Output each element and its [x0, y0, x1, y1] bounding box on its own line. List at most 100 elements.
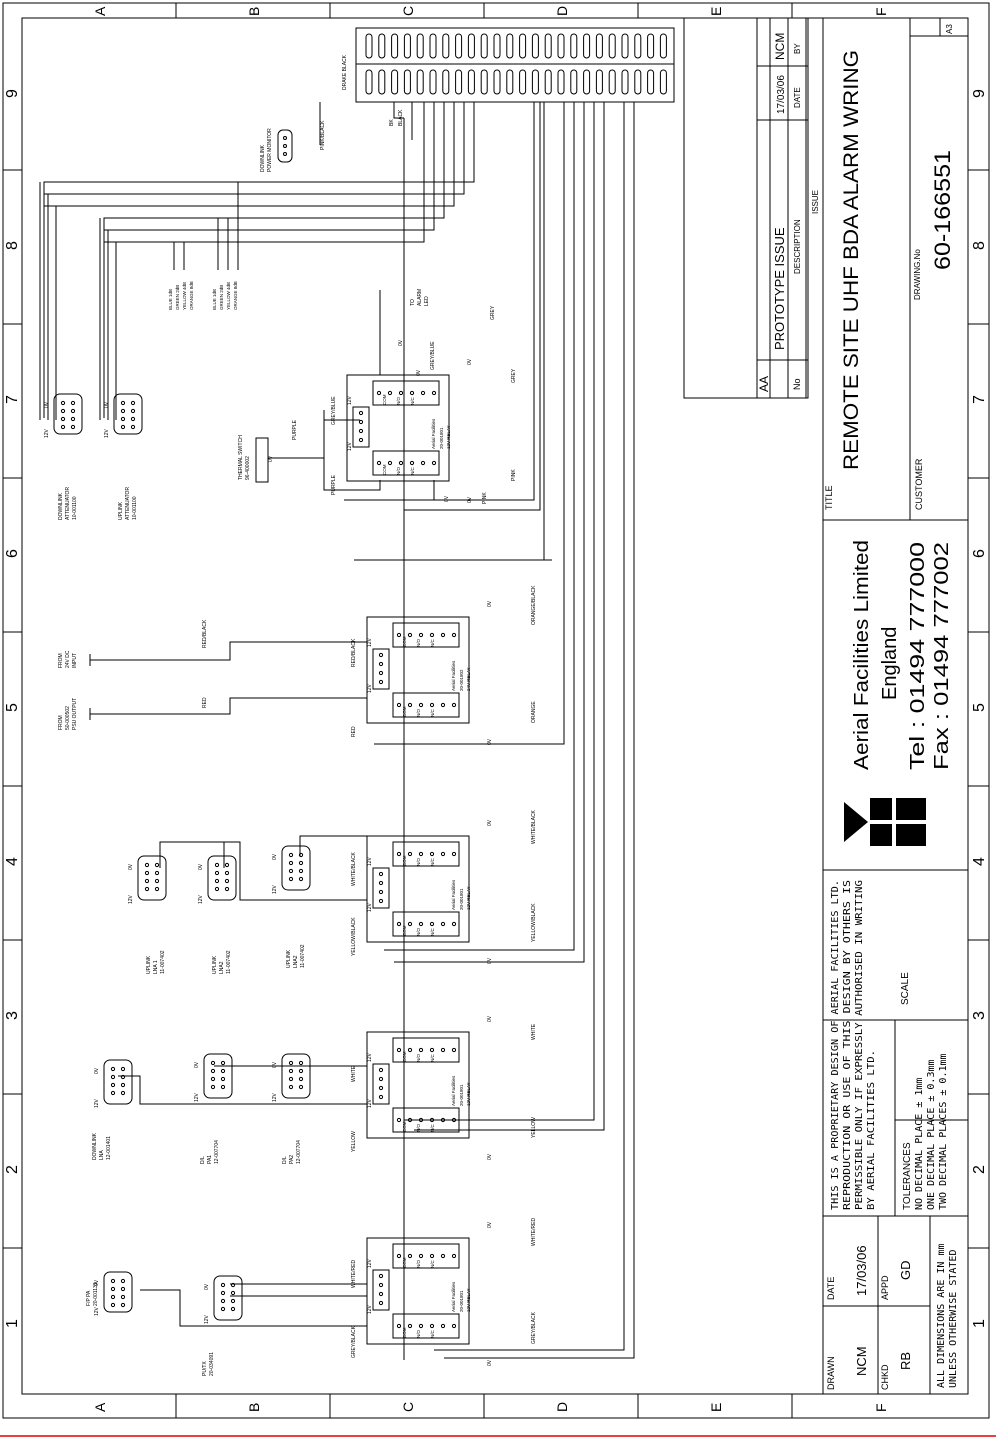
grey-wire-label: GREY [490, 305, 496, 320]
zero-volt-label: 0V [487, 957, 493, 964]
grid-number-left: 6 [4, 549, 21, 558]
connector-0v-label: 0V [104, 401, 110, 408]
terminal-slot [365, 33, 373, 59]
terminal-slot [365, 69, 373, 95]
wire [43, 102, 455, 418]
terminal-slot [467, 33, 475, 59]
terminal-slot [403, 69, 411, 95]
psu-24v-label-2: 24V DC [65, 650, 71, 668]
relay-wire-label: GREY [511, 368, 517, 383]
relay-part-number: 20-001801 [459, 1290, 464, 1312]
wire [323, 410, 381, 491]
relay-contact-label: COM [382, 394, 387, 405]
grid-letter-top: F [873, 7, 889, 16]
drawing-date: 17/03/06 [854, 1245, 869, 1296]
connector-label: ATTENUATOR [65, 487, 71, 520]
sheet-size: A3 [945, 24, 954, 34]
grid-letter-top: C [400, 6, 416, 16]
terminal-slot [519, 33, 527, 59]
tolerance-1: NO DECIMAL PLACE ± 1mm [914, 1078, 925, 1210]
connector-0v-label: 0V [94, 1067, 100, 1074]
wire [118, 1075, 367, 1105]
grid-number-right: 9 [971, 89, 988, 98]
relay-12v-label: 12V [347, 441, 353, 451]
wire [90, 697, 367, 715]
relay-wire-label: WHITE/RED [351, 1260, 357, 1288]
customer-label: CUSTOMER [914, 458, 924, 510]
terminal-slot [442, 69, 450, 95]
connector-0v-label: 0V [128, 863, 134, 870]
terminal-slot [608, 33, 616, 59]
wire [374, 102, 565, 745]
alarm-label-3: LED [424, 296, 430, 306]
wire [404, 102, 595, 1121]
connector-label: LNA 1 [153, 960, 159, 974]
grid-letter-top: D [554, 6, 570, 16]
relay-12v-label: 12V [367, 1052, 373, 1062]
rev-date-header: DATE [793, 87, 802, 108]
psu-out-label-3: PSU OUTPUT [72, 698, 78, 730]
connector-label: D/L [282, 1156, 288, 1164]
wire [414, 102, 605, 1131]
zero-volt-label: 0V [487, 1221, 493, 1228]
terminal-slot [455, 69, 463, 95]
connector-label: UPLINK [118, 501, 124, 520]
relay-wire-label: RED/BLACK [202, 619, 208, 648]
relay-12v-label: 12V [367, 856, 373, 866]
relay-wire-label: WHITE/BLACK [531, 809, 537, 844]
grid-letter-top: A [92, 6, 108, 16]
chkd-label: CHKD [880, 1364, 890, 1390]
relay-contact-label: N/C [430, 928, 435, 937]
wire [344, 102, 535, 501]
terminal-slot [621, 69, 629, 95]
connector-label: 11-007402 [226, 950, 232, 974]
relay-12v-label: 12V [367, 637, 373, 647]
connector-0v-label: 0V [272, 1061, 278, 1068]
connector-0v-label: 0V [272, 853, 278, 860]
company-fax: Fax : 01494 777002 [931, 542, 953, 770]
relay-wire-label: YELLOW/BLACK [351, 917, 357, 956]
connector-label: 10-001100 [72, 496, 78, 520]
tolerances-label: TOLERANCES [902, 1142, 913, 1210]
pink-wire-label: PINK [482, 492, 488, 504]
zero-volt-label: 0V [487, 1015, 493, 1022]
relay-contact-label: N/O [416, 1330, 421, 1339]
relay-12v-label: 12V [347, 395, 353, 405]
d-sub-connector [281, 845, 311, 891]
relay-contact-label: COM [402, 1257, 407, 1268]
relay-wire-label: GREY/BLACK [531, 1311, 537, 1344]
connector-0v-label: 0V [194, 1061, 200, 1068]
relay-contact-label: N/C [430, 1260, 435, 1269]
relay-contact-label: N/O [416, 1124, 421, 1133]
thermal-switch-label-1: THERMAL SWITCH [238, 435, 244, 480]
grid-letter-bottom: A [92, 1402, 108, 1412]
connector-0v-label: 0V [94, 1279, 100, 1286]
wire [103, 102, 425, 418]
terminal-slot [544, 33, 552, 59]
d-sub-connector [203, 1053, 233, 1099]
psu-24v-label-3: INPUT [72, 653, 78, 668]
relay-type-label: 12V RELAY [446, 425, 451, 449]
grid-number-left: 8 [4, 241, 21, 250]
relay-wire-label: PINK [511, 469, 517, 481]
terminal-slot [570, 33, 578, 59]
connector-label: DOWNLINK [92, 1132, 98, 1160]
terminal-slot [621, 33, 629, 59]
bk-label: BK [389, 119, 395, 126]
attenuator-bit-label: ORANGE 8dB [189, 281, 194, 310]
grid-letter-bottom: F [873, 1403, 889, 1412]
appd-label: APPD [880, 1275, 890, 1300]
relay-contact-label: N/O [416, 858, 421, 867]
wire [444, 102, 635, 1359]
tolerance-3: TWO DECIMAL PLACES ± 0.1mm [938, 1053, 949, 1210]
grid-number-left: 5 [4, 703, 21, 712]
relay-wire-label: PURPLE [292, 419, 298, 440]
zero-volt-label: 0V [487, 738, 493, 745]
connector-label: UPLINK [212, 955, 218, 974]
connector-12v-label: 12V [194, 1092, 200, 1102]
company-name: Aerial Facilities Limited [851, 540, 873, 770]
connector-12v-label: 12V [94, 1098, 100, 1108]
attenuator-bit-label: YELLOW 4dB [182, 282, 187, 310]
